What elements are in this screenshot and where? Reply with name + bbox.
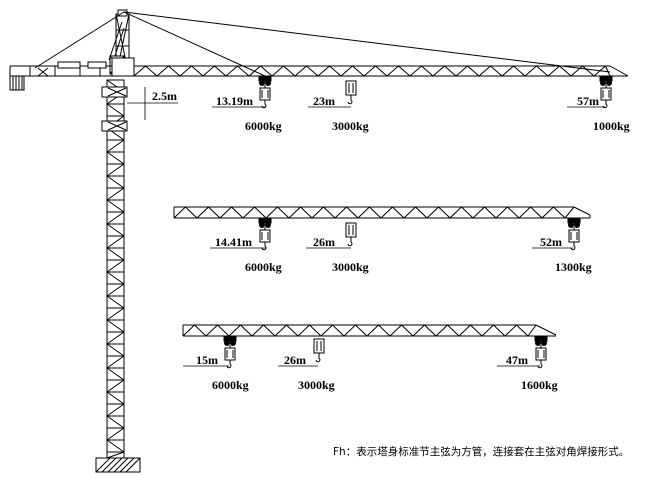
distance-label: 52m <box>540 235 562 249</box>
hooks <box>223 76 613 369</box>
counter-jib <box>9 61 116 91</box>
distance-label: 47m <box>506 353 528 367</box>
hook-block <box>223 336 237 369</box>
distance-label: 26m <box>284 353 306 367</box>
hook-block <box>599 76 613 109</box>
hook-block <box>345 80 357 105</box>
distance-label: 13.19m <box>216 94 253 108</box>
load-label: 6000kg <box>245 260 282 274</box>
load-label: 1600kg <box>521 378 558 392</box>
hook-block <box>258 218 272 251</box>
distance-label: 23m <box>313 94 335 108</box>
hook-block <box>567 218 581 251</box>
load-label: 3000kg <box>332 260 369 274</box>
tower-mast <box>101 79 128 459</box>
load-label: 6000kg <box>212 378 249 392</box>
distance-label: 57m <box>577 94 599 108</box>
footnote: Fh：表示塔身标准节主弦为方管，连接套在主弦对角焊接形式。 <box>333 445 629 458</box>
distance-label: 15m <box>196 353 218 367</box>
jib-52 <box>173 206 591 219</box>
load-label: 1300kg <box>555 260 592 274</box>
load-label: 3000kg <box>298 378 335 392</box>
dimension-lines <box>183 106 605 367</box>
distance-label: 26m <box>313 235 335 249</box>
offset-dimension <box>127 87 178 120</box>
distance-label: 14.41m <box>215 235 252 249</box>
jib-47 <box>182 324 557 337</box>
tower-base <box>95 457 141 473</box>
load-label: 3000kg <box>332 119 369 133</box>
hook-block <box>345 222 357 247</box>
hook-block <box>534 336 548 369</box>
load-label: 6000kg <box>245 119 282 133</box>
main-jib <box>111 57 629 77</box>
hook-block <box>258 76 272 109</box>
load-label: 1000kg <box>593 119 630 133</box>
hook-block <box>313 338 325 363</box>
offset-label: 2.5m <box>152 89 177 103</box>
